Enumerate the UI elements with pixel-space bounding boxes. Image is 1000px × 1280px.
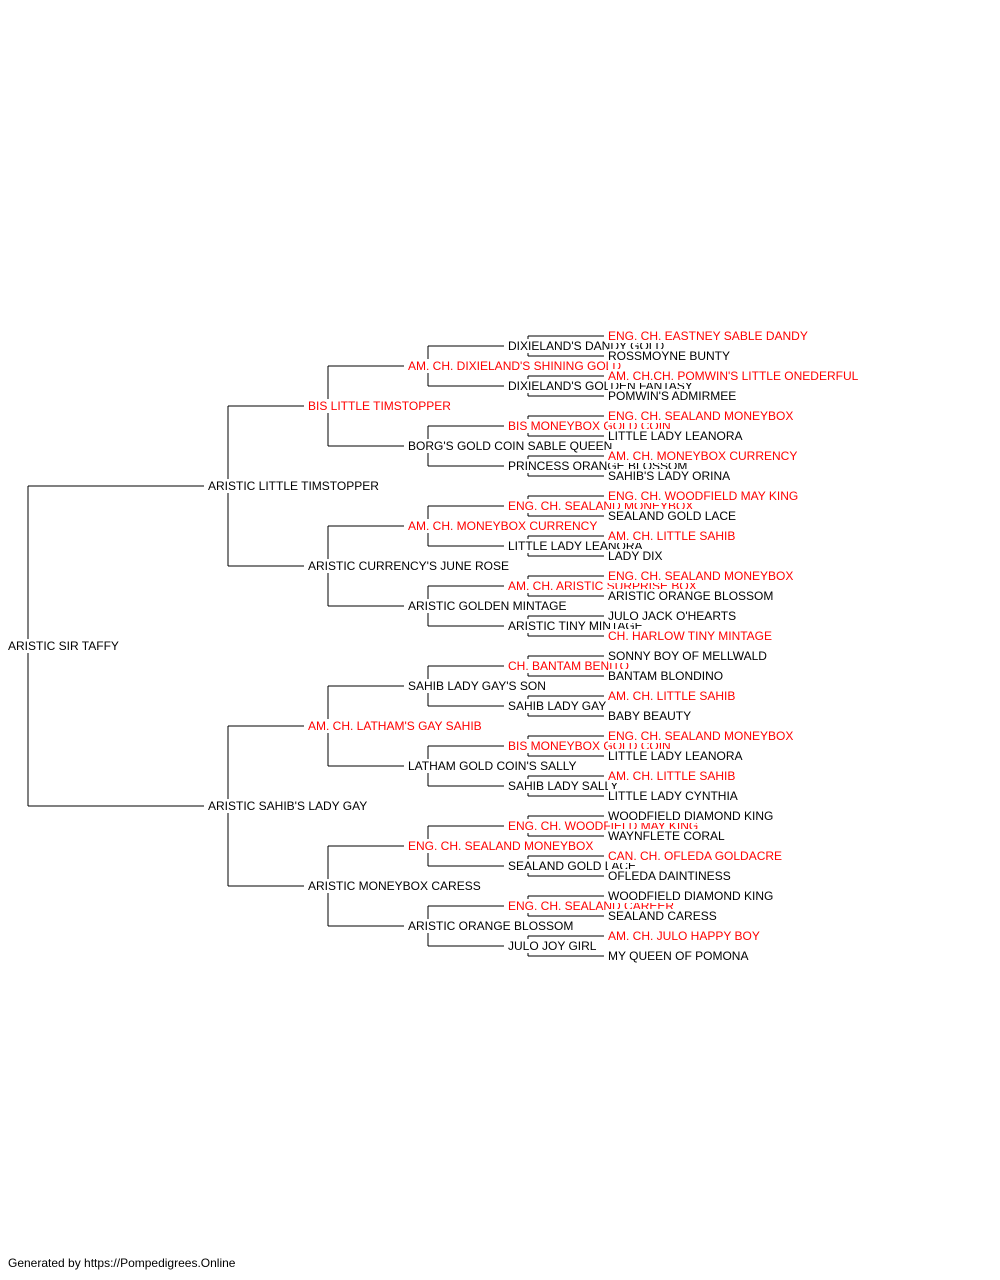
- pedigree-node-gen5: JULO JACK O'HEARTS: [608, 609, 739, 623]
- pedigree-node-gen5: AM. CH. LITTLE SAHIB: [608, 689, 738, 703]
- pedigree-node-gen3: BORG'S GOLD COIN SABLE QUEEN: [408, 439, 615, 453]
- pedigree-node-gen3: AM. CH. MONEYBOX CURRENCY: [408, 519, 600, 533]
- pedigree-node-gen5: AM. CH. MONEYBOX CURRENCY: [608, 449, 800, 463]
- pedigree-node-gen5: WAYNFLETE CORAL: [608, 829, 727, 843]
- pedigree-node-gen5: SAHIB'S LADY ORINA: [608, 469, 733, 483]
- pedigree-node-gen5: ENG. CH. WOODFIELD MAY KING: [608, 489, 801, 503]
- pedigree-node-gen3: SAHIB LADY GAY'S SON: [408, 679, 548, 693]
- pedigree-node-gen5: ENG. CH. EASTNEY SABLE DANDY: [608, 329, 810, 343]
- pedigree-node-gen3: ARISTIC GOLDEN MINTAGE: [408, 599, 569, 613]
- pedigree-node-gen4: SEALAND GOLD LACE: [508, 859, 639, 873]
- pedigree-node-gen5: POMWIN'S ADMIRMEE: [608, 389, 739, 403]
- pedigree-node-gen4: JULO JOY GIRL: [508, 939, 599, 953]
- pedigree-node-gen2: BIS LITTLE TIMSTOPPER: [308, 399, 453, 413]
- pedigree-node-gen3: AM. CH. DIXIELAND'S SHINING GOLD: [408, 359, 623, 373]
- pedigree-node-gen5: CH. HARLOW TINY MINTAGE: [608, 629, 775, 643]
- pedigree-node-gen5: SONNY BOY OF MELLWALD: [608, 649, 769, 663]
- pedigree-node-gen5: WOODFIELD DIAMOND KING: [608, 889, 776, 903]
- pedigree-node-gen3: LATHAM GOLD COIN'S SALLY: [408, 759, 579, 773]
- pedigree-node-gen0: ARISTIC SIR TAFFY: [8, 639, 121, 653]
- pedigree-node-gen5: LADY DIX: [608, 549, 665, 563]
- pedigree-node-gen5: CAN. CH. OFLEDA GOLDACRE: [608, 849, 785, 863]
- pedigree-node-gen5: ROSSMOYNE BUNTY: [608, 349, 733, 363]
- pedigree-node-gen5: LITTLE LADY CYNTHIA: [608, 789, 740, 803]
- pedigree-node-gen4: SAHIB LADY SALLY: [508, 779, 621, 793]
- pedigree-node-gen4: CH. BANTAM BENITO: [508, 659, 631, 673]
- pedigree-node-gen4: SAHIB LADY GAY: [508, 699, 609, 713]
- pedigree-node-gen5: AM. CH. JULO HAPPY BOY: [608, 929, 762, 943]
- pedigree-node-gen3: ENG. CH. SEALAND MONEYBOX: [408, 839, 596, 853]
- pedigree-node-gen5: SEALAND GOLD LACE: [608, 509, 739, 523]
- pedigree-node-gen5: AM. CH. LITTLE SAHIB: [608, 529, 738, 543]
- pedigree-node-gen5: SEALAND CARESS: [608, 909, 719, 923]
- pedigree-node-gen5: LITTLE LADY LEANORA: [608, 749, 745, 763]
- pedigree-node-gen5: OFLEDA DAINTINESS: [608, 869, 733, 883]
- pedigree-node-gen5: ENG. CH. SEALAND MONEYBOX: [608, 729, 796, 743]
- pedigree-node-gen2: AM. CH. LATHAM'S GAY SAHIB: [308, 719, 484, 733]
- pedigree-node-gen2: ARISTIC CURRENCY'S JUNE ROSE: [308, 559, 511, 573]
- pedigree-node-gen5: BANTAM BLONDINO: [608, 669, 726, 683]
- pedigree-node-gen5: AM. CH.CH. POMWIN'S LITTLE ONEDERFUL: [608, 369, 861, 383]
- pedigree-node-gen2: ARISTIC MONEYBOX CARESS: [308, 879, 483, 893]
- pedigree-node-gen1: ARISTIC SAHIB'S LADY GAY: [208, 799, 370, 813]
- pedigree-node-gen5: BABY BEAUTY: [608, 709, 694, 723]
- pedigree-node-gen5: ENG. CH. SEALAND MONEYBOX: [608, 409, 796, 423]
- pedigree-node-gen5: ENG. CH. SEALAND MONEYBOX: [608, 569, 796, 583]
- pedigree-node-gen5: LITTLE LADY LEANORA: [608, 429, 745, 443]
- pedigree-node-gen3: ARISTIC ORANGE BLOSSOM: [408, 919, 576, 933]
- pedigree-node-gen5: AM. CH. LITTLE SAHIB: [608, 769, 738, 783]
- pedigree-node-gen5: ARISTIC ORANGE BLOSSOM: [608, 589, 776, 603]
- generator-credit: Generated by https://Pompedigrees.Online: [8, 1256, 236, 1270]
- pedigree-node-gen5: MY QUEEN OF POMONA: [608, 949, 751, 963]
- pedigree-node-gen5: WOODFIELD DIAMOND KING: [608, 809, 776, 823]
- pedigree-node-gen1: ARISTIC LITTLE TIMSTOPPER: [208, 479, 381, 493]
